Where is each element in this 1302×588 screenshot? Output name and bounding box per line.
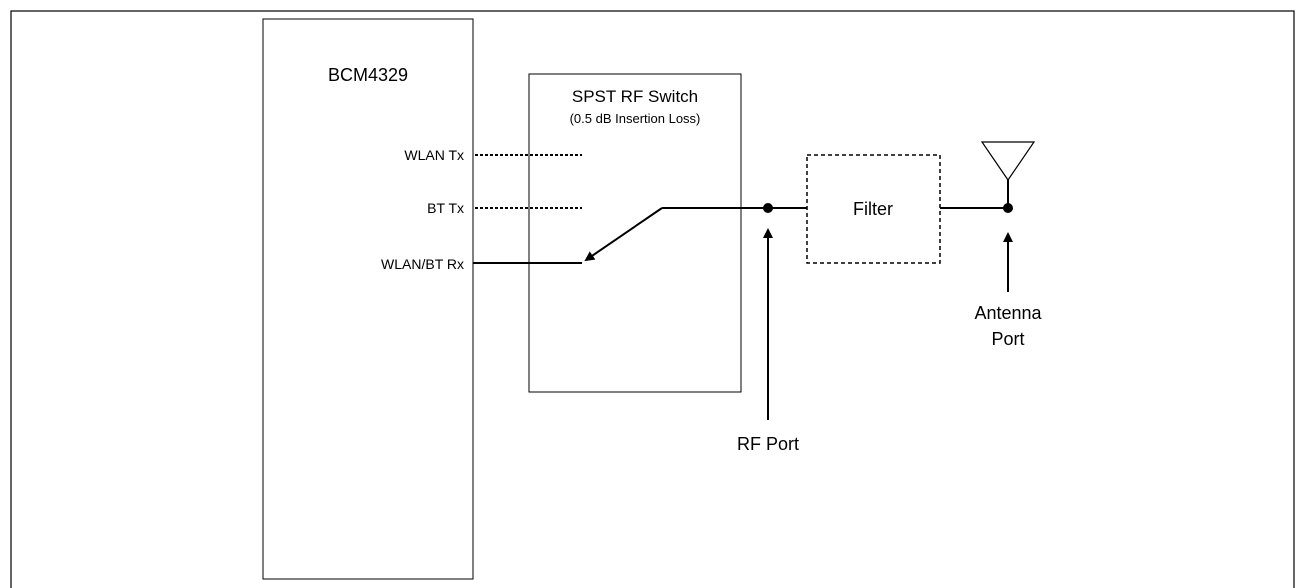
filter-label: Filter	[853, 199, 893, 219]
rf-port-label: RF Port	[737, 434, 799, 454]
antenna-port-label-line2: Port	[991, 329, 1024, 349]
filter-block	[806, 154, 941, 264]
pin-label-bt-tx: BT Tx	[427, 200, 464, 216]
switch-arm-arrow	[584, 207, 663, 262]
rf-switch-block	[528, 73, 742, 393]
chip-block	[262, 18, 474, 580]
chip-name: BCM4329	[328, 65, 408, 85]
pin-label-wlan-tx: WLAN Tx	[404, 147, 464, 163]
antenna-icon	[980, 141, 1036, 182]
antenna-port-label-line1: Antenna	[974, 303, 1042, 323]
diagram-frame	[10, 10, 1295, 588]
pin-label-wlan-bt-rx: WLAN/BT Rx	[381, 256, 464, 272]
rf-switch-subtitle: (0.5 dB Insertion Loss)	[570, 111, 701, 126]
rf-switch-title: SPST RF Switch	[572, 87, 698, 106]
